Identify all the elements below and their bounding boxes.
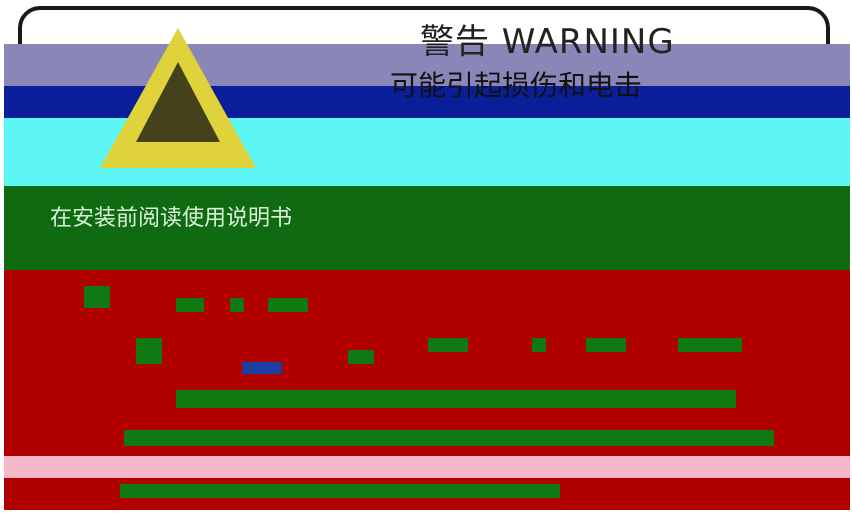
glitch-block [176,298,204,312]
glitch-band-green [4,186,850,270]
glitch-block [230,298,244,312]
warning-subtitle: 可能引起损伤和电击 [390,69,643,102]
glitch-block [348,350,374,364]
glitch-block [124,430,774,446]
glitch-band-pink [4,456,850,478]
glitch-block [268,298,308,312]
warning-title: 警告 WARNING [420,22,675,62]
glitch-block [120,484,560,498]
glitch-block [678,338,742,352]
glitch-block [136,338,162,364]
glitch-block [428,338,468,352]
exclamation-icon [136,62,220,142]
glitch-block [532,338,546,352]
glitch-block [242,362,282,374]
glitch-block [176,390,736,408]
glitch-block [586,338,626,352]
glitch-block [84,286,110,308]
warning-instruction: 在安装前阅读使用说明书 [50,206,293,231]
